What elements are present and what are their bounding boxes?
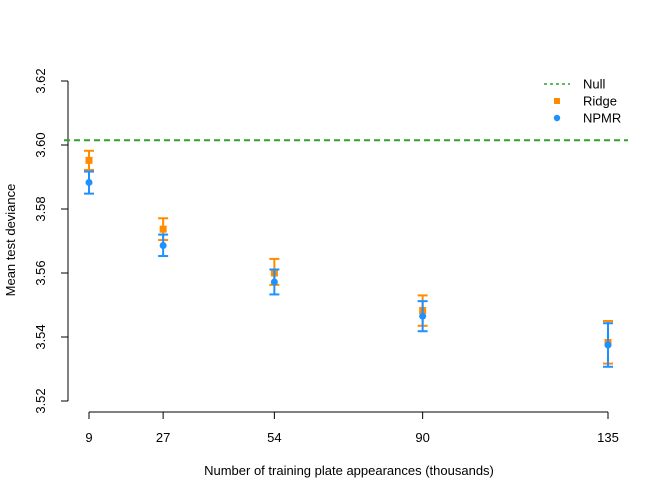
- npmr-point: [85, 178, 93, 186]
- legend-label-ridge: Ridge: [583, 94, 617, 109]
- x-tick-label: 90: [415, 430, 429, 445]
- legend-swatch-npmr: [553, 114, 561, 122]
- npmr-point: [159, 241, 167, 249]
- y-tick-label: 3.58: [33, 196, 48, 221]
- ridge-point: [85, 156, 93, 164]
- x-tick-label: 54: [267, 430, 281, 445]
- npmr-point: [604, 341, 612, 349]
- y-tick-label: 3.54: [33, 324, 48, 349]
- legend-label-null: Null: [583, 77, 606, 92]
- npmr-point: [270, 278, 278, 286]
- y-tick-label: 3.52: [33, 388, 48, 413]
- y-tick-label: 3.62: [33, 68, 48, 93]
- y-axis-label: Mean test deviance: [3, 184, 18, 297]
- legend-label-npmr: NPMR: [583, 111, 621, 126]
- x-axis: 9 27 54 90 135: [85, 411, 619, 445]
- x-tick-label: 9: [85, 430, 92, 445]
- x-axis-label: Number of training plate appearances (th…: [204, 463, 494, 478]
- npmr-point: [419, 312, 427, 320]
- x-tick-label: 135: [597, 430, 619, 445]
- x-tick-label: 27: [156, 430, 170, 445]
- y-axis: 3.52 3.54 3.56 3.58 3.60 3.62: [33, 68, 69, 414]
- legend-swatch-ridge: [554, 98, 560, 104]
- y-tick-label: 3.60: [33, 132, 48, 157]
- data-marks: [84, 149, 613, 368]
- ridge-point: [159, 225, 167, 233]
- y-tick-label: 3.56: [33, 260, 48, 285]
